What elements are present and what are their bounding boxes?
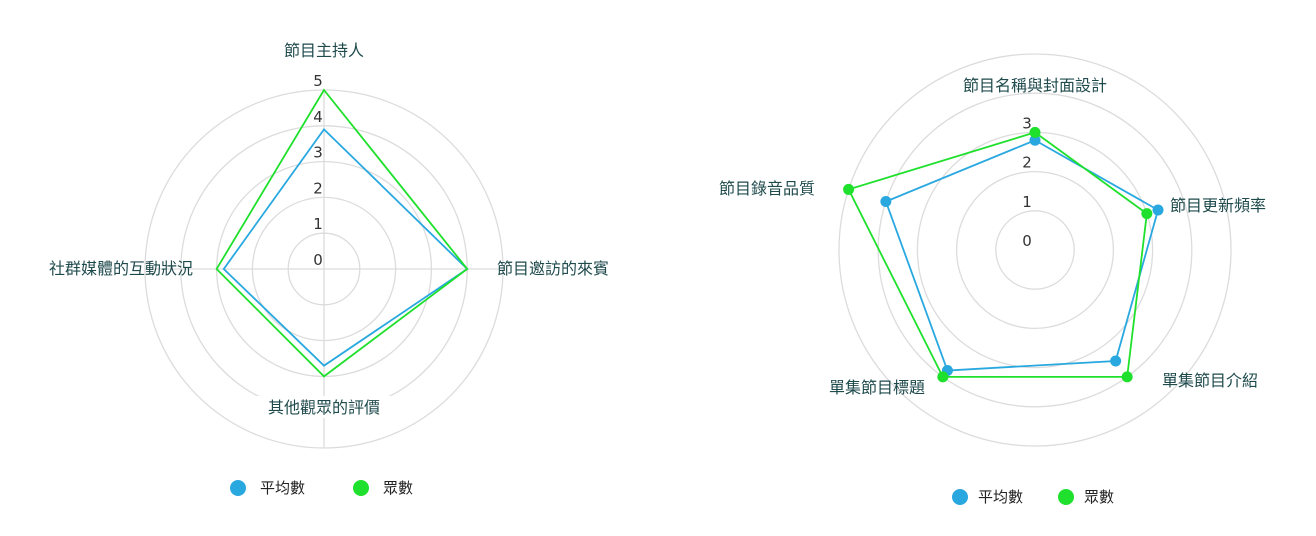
grid-ring — [955, 170, 1115, 330]
data-point — [1029, 134, 1041, 146]
legend-label: 眾數 — [383, 479, 413, 497]
axis-label: 單集節目標題 — [829, 378, 925, 397]
tick-label: 1 — [313, 215, 323, 233]
legend-label: 平均數 — [978, 488, 1023, 506]
tick-label: 4 — [313, 108, 323, 126]
tick-label: 2 — [313, 179, 323, 197]
data-point — [880, 196, 892, 208]
data-point — [843, 183, 855, 195]
grid-ring — [838, 53, 1232, 447]
legend-marker — [952, 489, 968, 505]
legend-marker — [353, 480, 369, 496]
series-line-mode — [847, 131, 1148, 378]
grid-ring — [916, 131, 1154, 369]
data-point — [1121, 371, 1133, 383]
axis-label: 節目名稱與封面設計 — [963, 76, 1107, 95]
axis-label: 節目更新頻率 — [1170, 196, 1266, 215]
label-background — [254, 396, 394, 418]
tick-label: 2 — [1022, 154, 1032, 172]
tick-label: 3 — [1022, 114, 1032, 132]
tick-label: 3 — [313, 144, 323, 162]
series-line-mean — [222, 128, 469, 367]
data-point — [1029, 126, 1041, 138]
tick-label: 5 — [313, 72, 323, 90]
axis-label: 社群媒體的互動狀況 — [49, 259, 193, 278]
data-point — [1152, 204, 1164, 216]
data-point — [1141, 208, 1153, 220]
series-line-mode — [215, 88, 469, 378]
tick-label: 0 — [313, 251, 323, 269]
axis-label: 節目邀訪的來賓 — [497, 259, 609, 278]
axis-label: 其他觀眾的評價 — [268, 398, 380, 417]
legend-label: 平均數 — [260, 479, 305, 497]
axis-label: 節目主持人 — [284, 41, 364, 60]
data-point — [937, 371, 949, 383]
tick-label: 1 — [1022, 193, 1032, 211]
series-line-mean — [884, 139, 1160, 372]
tick-label: 0 — [1022, 232, 1032, 250]
axis-label: 單集節目介紹 — [1162, 371, 1258, 390]
legend-marker — [230, 480, 246, 496]
legend-label: 眾數 — [1084, 488, 1114, 506]
legend-marker — [1058, 489, 1074, 505]
axis-label: 節目錄音品質 — [719, 179, 815, 198]
data-point — [1110, 355, 1122, 367]
grid-ring — [995, 210, 1075, 290]
